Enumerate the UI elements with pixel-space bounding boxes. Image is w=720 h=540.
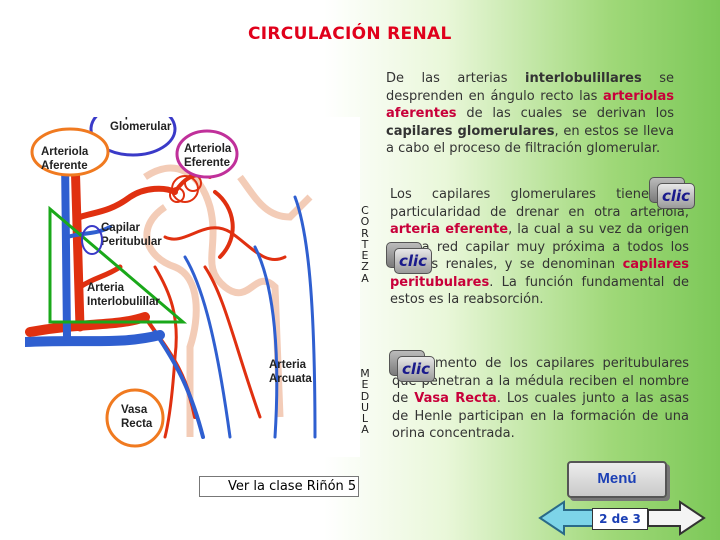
class-link-rinon-5[interactable]: Ver la clase Riñón 5 xyxy=(199,476,359,497)
arteriola-aferente-oval xyxy=(30,127,110,177)
page-title: CIRCULACIÓN RENAL xyxy=(248,24,452,44)
text: Los capilares glomerulares tienen la par… xyxy=(390,187,689,220)
vertical-letter: E xyxy=(361,378,369,392)
vertical-letter: E xyxy=(361,249,369,263)
term-vasa-recta: Vasa Recta xyxy=(414,391,497,406)
vertical-letter: D xyxy=(360,389,370,403)
paragraph-capilares-glomerulares: Los capilares glomerulares tienen la par… xyxy=(390,186,689,309)
paragraph-interlobulillares: De las arterias interlobulillares se des… xyxy=(386,70,674,158)
text: de las cuales se derivan los xyxy=(456,106,674,121)
text: El segmento de los capilares peritubular… xyxy=(392,356,689,406)
vasa-recta-oval xyxy=(105,388,165,448)
arteriola-eferente-oval xyxy=(175,129,239,179)
vertical-letter: A xyxy=(361,271,369,285)
text: . La función fundamental de estos es la … xyxy=(390,274,689,308)
vertical-letter: Z xyxy=(361,260,369,274)
vertical-letter: A xyxy=(361,423,369,437)
term-arteriolas-aferentes: arteriolas aferentes xyxy=(386,88,674,122)
menu-button[interactable]: Menú xyxy=(567,461,667,498)
page-indicator: 2 de 3 xyxy=(592,508,648,530)
text: , en estos se lleva a cabo el proceso de… xyxy=(386,123,674,157)
text: , la cual a su vez da origen a una red c… xyxy=(390,222,689,272)
text: De las arterias xyxy=(386,71,526,86)
capilar-peritubular-marker xyxy=(81,225,103,255)
term-capilares-glomerulares: capilares glomerulares xyxy=(386,123,555,139)
vertical-letter: C xyxy=(361,204,369,217)
arrow-left-icon[interactable] xyxy=(538,500,596,536)
clic-button-label: clic xyxy=(657,183,695,209)
clic-button-1[interactable]: clic xyxy=(649,177,695,209)
clic-button-label: clic xyxy=(394,248,432,274)
clic-button-label: clic xyxy=(397,356,435,382)
vertical-letter: U xyxy=(360,400,370,414)
term-interlobulillares: interlobulillares xyxy=(525,71,642,86)
veins xyxy=(20,153,317,439)
interlobulillar-triangle xyxy=(48,205,188,324)
paragraph-vasa-recta: El segmento de los capilares peritubular… xyxy=(392,355,689,443)
text: se desprenden en ángulo recto las xyxy=(386,71,674,104)
vertical-letter: L xyxy=(361,412,369,426)
vertical-letter: R xyxy=(361,226,369,240)
text: . Los cuales junto a las asas de Henle p… xyxy=(392,391,690,441)
term-arteria-eferente: arteria eferente xyxy=(390,222,509,237)
clic-button-2[interactable]: clic xyxy=(386,242,432,274)
clic-button-3[interactable]: clic xyxy=(389,350,435,382)
vertical-letter: M xyxy=(360,367,370,380)
arrow-right-icon[interactable] xyxy=(646,500,706,536)
vertical-letter: T xyxy=(361,237,369,251)
term-capilares-peritubulares: capilares peritubulares xyxy=(390,257,689,290)
vertical-letter: O xyxy=(360,215,370,229)
